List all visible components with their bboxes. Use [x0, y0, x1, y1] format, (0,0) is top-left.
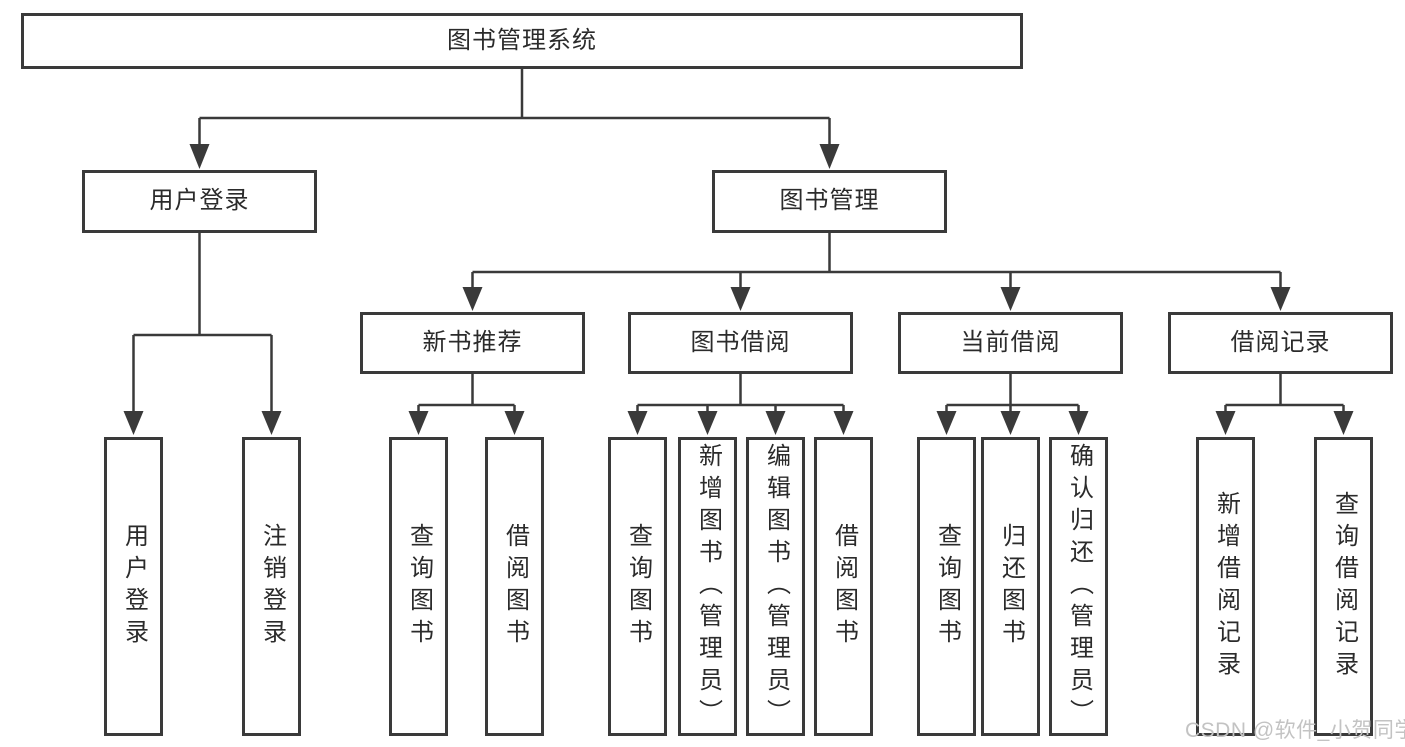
node-label: 查询借阅记录: [1330, 490, 1358, 683]
node-book-borrowing: 图书借阅: [628, 312, 853, 374]
leaf-recommend-borrow-books: 借阅图书: [485, 437, 544, 736]
node-current-borrowing: 当前借阅: [898, 312, 1123, 374]
leaf-current-query-books: 查询图书: [917, 437, 976, 736]
node-book-management: 图书管理: [712, 170, 947, 233]
node-label: 借阅记录: [1230, 328, 1331, 356]
node-label: 新增借阅记录: [1212, 490, 1240, 683]
node-borrowing-records: 借阅记录: [1168, 312, 1393, 374]
node-label: 归还图书: [997, 522, 1025, 651]
leaf-current-confirm-return-admin: 确认归还（管理员）: [1049, 437, 1108, 736]
node-label: 用户登录: [120, 522, 148, 651]
leaf-borrow-edit-books-admin: 编辑图书（管理员）: [746, 437, 805, 736]
leaf-records-query-record: 查询借阅记录: [1314, 437, 1373, 736]
leaf-logout-login: 注销登录: [242, 437, 301, 736]
node-label: 查询图书: [933, 522, 961, 651]
node-label: 确认归还（管理员）: [1065, 442, 1093, 731]
node-label: 用户登录: [149, 187, 250, 215]
node-label: 查询图书: [405, 522, 433, 651]
leaf-current-return-books: 归还图书: [981, 437, 1040, 736]
node-label: 新书推荐: [422, 328, 523, 356]
node-label: 注销登录: [258, 522, 286, 651]
leaf-borrow-query-books: 查询图书: [608, 437, 667, 736]
leaf-recommend-query-books: 查询图书: [389, 437, 448, 736]
node-label: 编辑图书（管理员）: [762, 442, 790, 731]
node-label: 图书管理系统: [447, 26, 597, 54]
node-label: 借阅图书: [830, 522, 858, 651]
node-library-system: 图书管理系统: [21, 13, 1023, 69]
leaf-borrow-add-books-admin: 新增图书（管理员）: [678, 437, 737, 736]
node-label: 借阅图书: [501, 522, 529, 651]
leaf-user-login: 用户登录: [104, 437, 163, 736]
csdn-watermark: CSDN @软件_小贺同学: [1185, 719, 1405, 742]
node-label: 查询图书: [624, 522, 652, 651]
node-label: 图书借阅: [690, 328, 791, 356]
node-label: 新增图书（管理员）: [694, 442, 722, 731]
node-new-book-recommendation: 新书推荐: [360, 312, 585, 374]
leaf-borrow-borrow-books: 借阅图书: [814, 437, 873, 736]
leaf-records-add-record: 新增借阅记录: [1196, 437, 1255, 736]
node-label: 图书管理: [779, 187, 880, 215]
node-user-login: 用户登录: [82, 170, 317, 233]
node-label: 当前借阅: [960, 328, 1061, 356]
